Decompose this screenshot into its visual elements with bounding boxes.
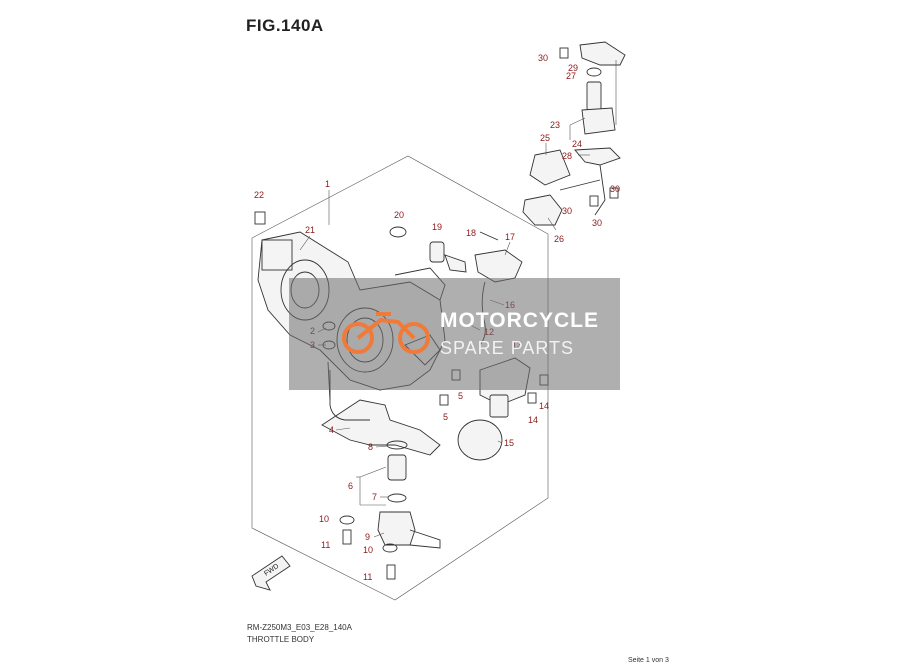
callout-30a: 30	[538, 53, 548, 63]
page-indicator: Seite 1 von 3	[628, 657, 669, 664]
callout-17: 17	[505, 232, 515, 242]
callout-24: 24	[572, 139, 582, 149]
idle-valve-parts	[389, 226, 499, 273]
section-name: THROTTLE BODY	[247, 635, 315, 644]
callout-14a: 14	[539, 401, 549, 411]
callout-21: 21	[305, 225, 315, 235]
fwd-direction-arrow: FWD	[251, 555, 291, 591]
watermark-line1: MOTORCYCLE	[440, 309, 599, 332]
figure-title: FIG.140A	[246, 16, 324, 35]
callout-30b: 30	[562, 206, 572, 216]
callout-1: 1	[325, 179, 330, 189]
watermark-logo-icon	[342, 312, 430, 354]
bracket-part	[321, 399, 441, 456]
callout-30d: 30	[610, 184, 620, 194]
callout-11a: 11	[321, 540, 330, 550]
callout-30c: 30	[592, 218, 602, 228]
callout-26: 26	[554, 234, 564, 244]
callout-5a: 5	[458, 391, 463, 401]
callout-4: 4	[329, 425, 334, 435]
watermark-line2: SPARE PARTS	[440, 338, 575, 358]
callout-23: 23	[550, 120, 560, 130]
fuel-injector-assembly	[377, 440, 441, 549]
callout-6: 6	[348, 481, 353, 491]
vent-tube	[329, 370, 370, 421]
callout-10b: 10	[363, 545, 373, 555]
leader-lines	[299, 117, 590, 538]
callout-9: 9	[365, 532, 370, 542]
callout-7: 7	[372, 492, 377, 502]
callout-15: 15	[504, 438, 514, 448]
callout-8: 8	[368, 442, 373, 452]
callout-27: 27	[566, 71, 576, 81]
callout-28: 28	[562, 151, 572, 161]
callout-18: 18	[466, 228, 476, 238]
callout-29: 29	[568, 63, 578, 73]
callout-20: 20	[394, 210, 404, 220]
assembly-boundary	[251, 155, 549, 601]
callout-25: 25	[540, 133, 550, 143]
callout-11b: 11	[363, 572, 372, 582]
callout-5b: 5	[443, 412, 448, 422]
reference-code: RM-Z250M3_E03_E28_140A	[247, 623, 352, 632]
callout-10a: 10	[319, 514, 329, 524]
callout-19: 19	[432, 222, 442, 232]
map-sensor-assembly	[522, 41, 626, 226]
callout-22: 22	[254, 190, 264, 200]
callout-14b: 14	[528, 415, 538, 425]
